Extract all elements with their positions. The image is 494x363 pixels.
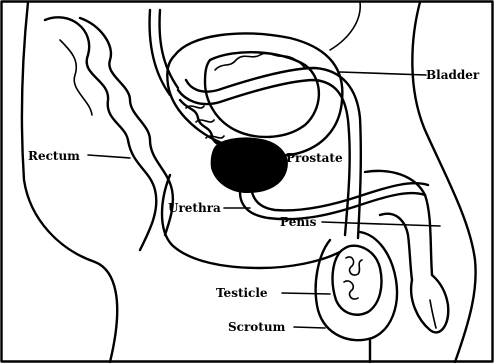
label-testicle: Testicle bbox=[216, 286, 268, 300]
penis-leader-line bbox=[322, 222, 440, 226]
glans-urethra-tip bbox=[430, 300, 436, 328]
abdomen-outline bbox=[412, 2, 475, 362]
prostate-gland bbox=[212, 138, 287, 192]
ureter-right bbox=[160, 10, 178, 88]
bladder-wall-wave bbox=[215, 53, 305, 70]
rectum-outline-inner bbox=[80, 18, 173, 235]
label-urethra: Urethra bbox=[168, 201, 221, 215]
label-prostate: Prostate bbox=[286, 151, 343, 165]
testicle bbox=[333, 246, 382, 315]
rectum-outline-outer bbox=[45, 17, 156, 250]
label-rectum: Rectum bbox=[28, 149, 80, 163]
urethra-lower bbox=[252, 183, 428, 210]
glans bbox=[411, 275, 448, 332]
scrotum-leader-line bbox=[294, 327, 325, 328]
scrotum-outline bbox=[316, 232, 397, 340]
label-bladder: Bladder bbox=[426, 68, 480, 82]
back-outline bbox=[22, 2, 117, 362]
label-penis: Penis bbox=[280, 215, 317, 229]
epididymis-coil bbox=[344, 257, 362, 299]
lower-abdomen-curve bbox=[330, 2, 360, 50]
rectum-leader-line bbox=[88, 155, 130, 158]
penis-outline-upper bbox=[365, 171, 432, 275]
label-scrotum: Scrotum bbox=[228, 320, 286, 334]
urethra-upper bbox=[240, 192, 425, 219]
rectum-fold bbox=[60, 40, 92, 115]
testicle-leader-line bbox=[282, 293, 330, 294]
